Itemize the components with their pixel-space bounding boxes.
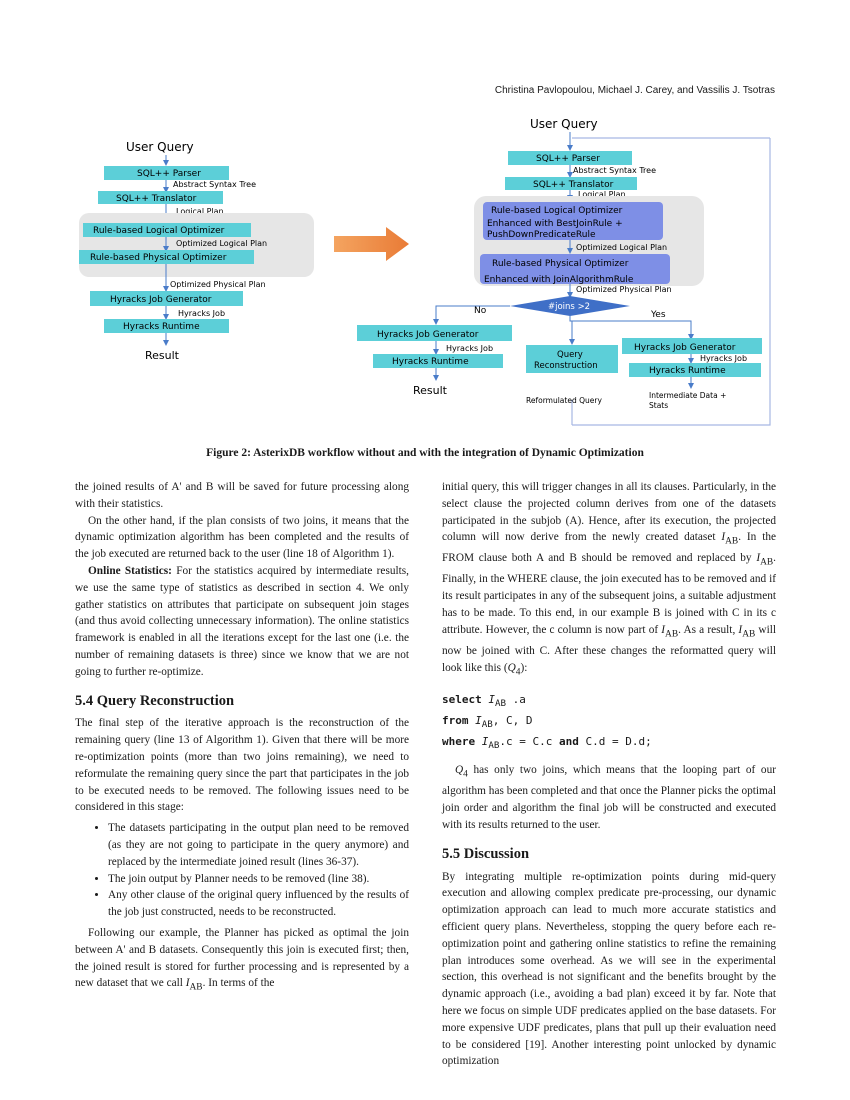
left-translator-label: SQL++ Translator [116,194,197,204]
left-result: Result [145,349,180,362]
intermediate-2: Stats [649,401,668,410]
right-workflow: User Query SQL++ Parser Abstract Syntax … [357,117,771,426]
right-parser-label: SQL++ Parser [536,154,600,164]
left-job-generator-box [90,291,243,306]
paragraph: Following our example, the Planner has p… [75,926,409,993]
query-reconstruction-box [526,345,618,373]
yes-runtime-box [629,363,761,377]
yes-runtime-label: Hyracks Runtime [649,366,726,376]
no-hyracks-job-label: Hyracks Job [446,344,493,353]
no-result: Result [413,384,448,397]
figure-caption: Figure 2: AsterixDB workflow without and… [206,447,644,459]
left-optimized-logical-label: Optimized Logical Plan [176,239,267,248]
issues-list: The datasets participating in the output… [75,820,409,921]
paragraph: The final step of the iterative approach… [75,717,409,814]
right-logical-enh-2: PushDownPredicateRule [487,230,596,240]
query-reconstruction-1: Query [557,350,583,360]
right-physical-optimizer-box [480,254,670,284]
decision-label: #joins >2 [548,302,590,312]
no-label: No [474,306,487,316]
no-job-generator-box [357,325,512,341]
left-translator-box [98,191,223,204]
feedback-loop [692,138,771,426]
right-translator-label: SQL++ Translator [533,180,614,190]
right-parser-box [508,151,632,165]
section-heading-5-5: 5.5 Discussion [442,845,530,862]
left-optimized-physical-label: Optimized Physical Plan [170,280,266,289]
right-column: initial query, this will trigger changes… [442,479,776,1070]
intermediate-1: Intermediate Data + [649,391,726,400]
right-translator-box [505,177,637,190]
transition-arrow [334,227,409,261]
right-physical-enh: Enhanced with JoinAlgorithmRule [484,275,634,285]
right-ast-label: Abstract Syntax Tree [573,166,656,175]
right-user-query: User Query [530,117,598,131]
reformulated-query-label: Reformulated Query [526,396,602,405]
yes-hyracks-job-label: Hyracks Job [700,354,747,363]
no-runtime-box [373,354,503,368]
right-logical-enh-1: Enhanced with BestJoinRule + [487,219,623,229]
online-statistics-paragraph: Online Statistics: For the statistics ac… [75,564,409,678]
yes-job-generator-box [622,338,762,354]
left-user-query: User Query [126,140,194,154]
left-runtime-label: Hyracks Runtime [123,322,200,332]
left-job-generator-label: Hyracks Job Generator [110,295,212,305]
yes-label: Yes [650,310,666,320]
no-runtime-label: Hyracks Runtime [392,357,469,367]
left-logical-plan-label: Logical Plan [176,207,224,216]
right-optimized-logical-label: Optimized Logical Plan [576,243,667,252]
no-job-generator-label: Hyracks Job Generator [377,330,479,340]
left-parser-box [104,166,229,180]
query-reconstruction-2: Reconstruction [534,361,598,371]
left-workflow: User Query SQL++ Parser Abstract Syntax … [79,140,314,362]
left-column: the joined results of A' and B will be s… [75,479,409,996]
left-ast-label: Abstract Syntax Tree [173,180,256,189]
yes-job-generator-label: Hyracks Job Generator [634,343,736,353]
workflow-figure: User Query SQL++ Parser Abstract Syntax … [79,117,771,426]
right-optimized-physical-label: Optimized Physical Plan [576,285,672,294]
left-logical-optimizer-box [83,223,251,237]
run-in-heading: Online Statistics: [88,564,172,577]
right-logical-optimizer-box [483,202,663,240]
paragraph: Q4 has only two joins, which means that … [442,764,776,831]
left-physical-optimizer-box [79,250,254,264]
list-item: Any other clause of the original query i… [108,887,409,921]
left-hyracks-job-label: Hyracks Job [178,309,225,318]
running-header: Christina Pavlopoulou, Michael J. Carey,… [494,85,775,96]
list-item: The datasets participating in the output… [108,820,409,870]
paragraph: initial query, this will trigger changes… [442,481,776,677]
list-item: The join output by Planner needs to be r… [108,871,409,888]
code-block: select IAB .a from IAB, C, D where IAB.c… [442,692,652,752]
paragraph: By integrating multiple re-optimization … [442,870,776,1068]
right-logical-plan-label: Logical Plan [578,190,626,199]
left-physical-optimizer-label: Rule-based Physical Optimizer [90,253,227,263]
left-parser-label: SQL++ Parser [137,169,201,179]
right-logical-optimizer-label: Rule-based Logical Optimizer [491,206,623,216]
section-heading-5-4: 5.4 Query Reconstruction [75,692,235,709]
paragraph: the joined results of A' and B will be s… [75,481,409,510]
right-physical-optimizer-label: Rule-based Physical Optimizer [492,259,629,269]
decision-diamond [510,296,630,316]
left-runtime-box [104,319,229,333]
left-logical-optimizer-label: Rule-based Logical Optimizer [93,226,225,236]
paragraph: On the other hand, if the plan consists … [75,514,409,561]
